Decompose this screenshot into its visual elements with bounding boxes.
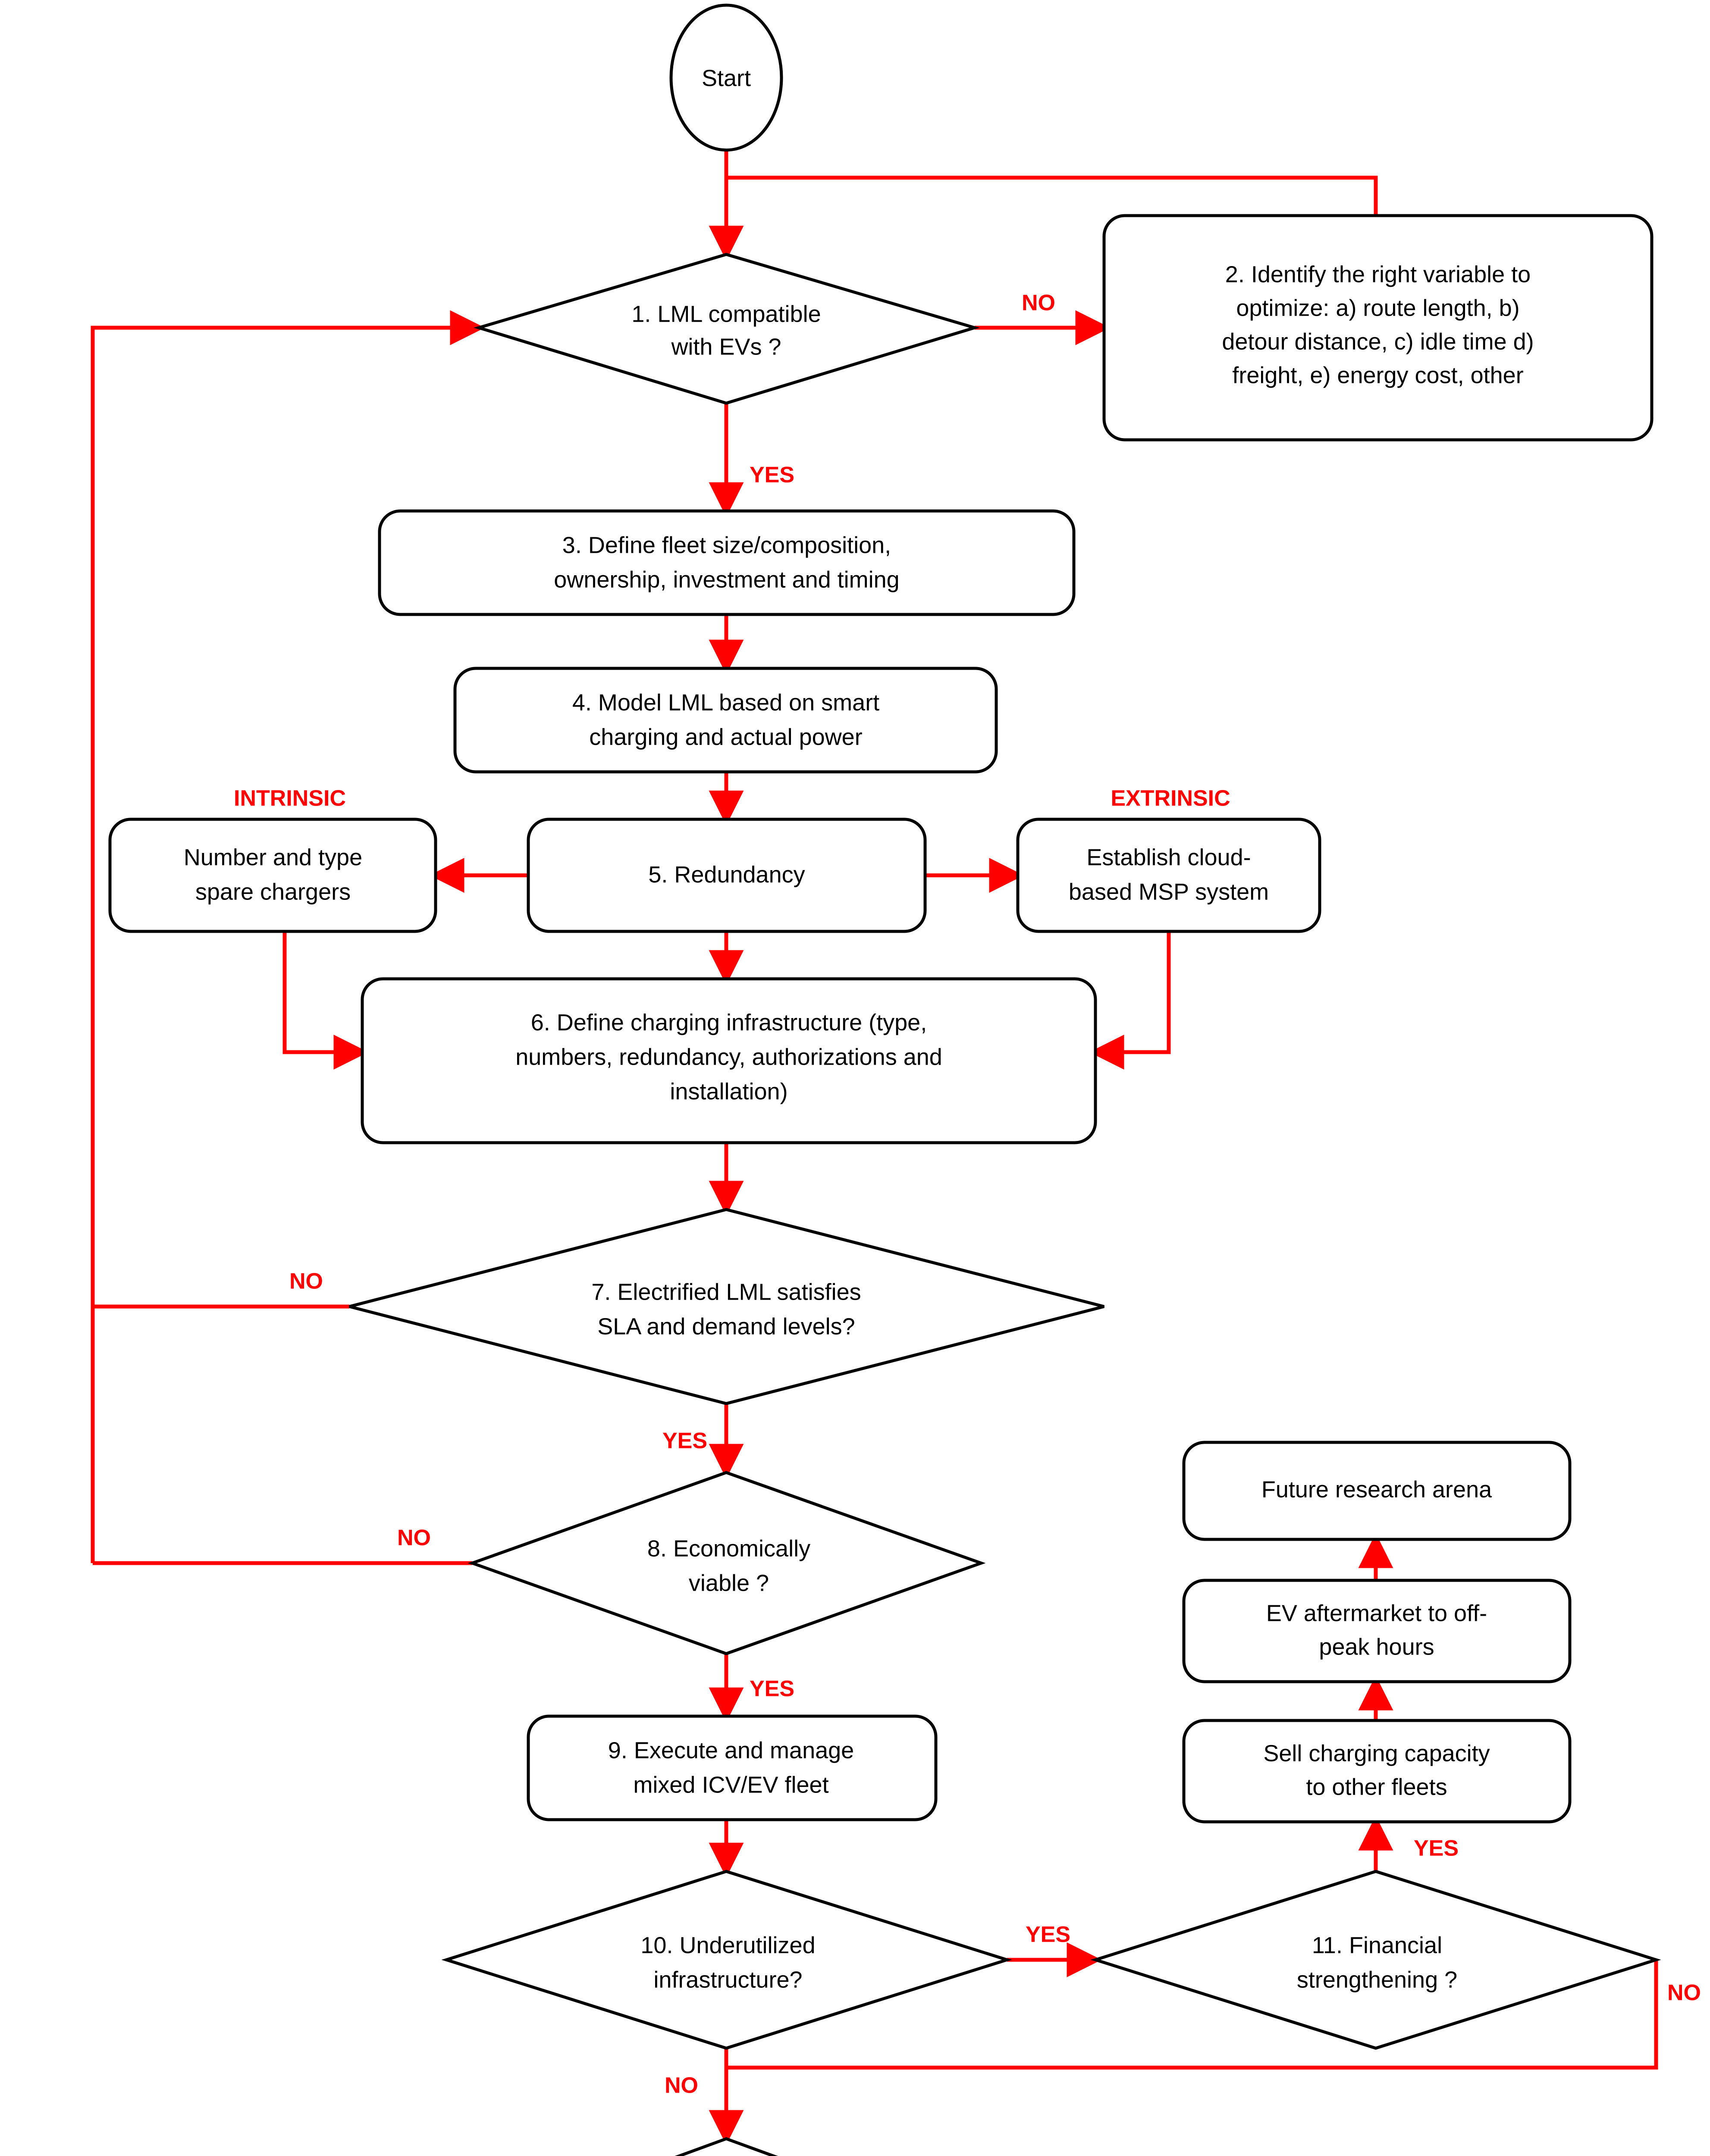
- node-d10-line2: infrastructure?: [653, 1967, 802, 1993]
- node-future-research-arena[interactable]: [1182, 1441, 1572, 1541]
- edge-label-d11-yes: YES: [1414, 1836, 1459, 1861]
- node-box3[interactable]: [378, 509, 1076, 616]
- group-label-intrinsic: INTRINSIC: [234, 786, 346, 811]
- node-future-line1: Future research arena: [1261, 1476, 1492, 1502]
- edge-label-d7-no: NO: [289, 1269, 323, 1294]
- node-box4-line1: 4. Model LML based on smart: [572, 689, 879, 715]
- node-box4[interactable]: [453, 667, 998, 774]
- node-box2-line3: detour distance, c) idle time d): [1222, 329, 1534, 354]
- node-box2-line4: freight, e) energy cost, other: [1232, 362, 1523, 388]
- edge-label-d7-yes: YES: [662, 1429, 707, 1454]
- node-box6-line1: 6. Define charging infrastructure (type,: [531, 1009, 927, 1035]
- node-intrinsic-line1: Number and type: [184, 844, 362, 870]
- node-d8-line1: 8. Economically: [647, 1536, 810, 1561]
- edge-label-d10-yes: YES: [1026, 1922, 1070, 1947]
- node-d10[interactable]: [441, 1870, 1012, 2050]
- node-box3-line2: ownership, investment and timing: [554, 567, 899, 592]
- node-start[interactable]: [669, 3, 783, 152]
- node-intrinsic-line2: spare chargers: [195, 879, 351, 905]
- node-box6-line3: installation): [670, 1078, 788, 1104]
- node-ev-aftermarket[interactable]: [1182, 1579, 1572, 1683]
- node-box9[interactable]: [527, 1714, 938, 1821]
- node-extrinsic-box[interactable]: [1016, 818, 1321, 933]
- node-d7[interactable]: [349, 1208, 1104, 1405]
- group-label-extrinsic: EXTRINSIC: [1111, 786, 1230, 811]
- node-box5[interactable]: [527, 818, 927, 933]
- node-d11-line2: strengthening ?: [1297, 1967, 1457, 1993]
- node-d7-line1: 7. Electrified LML satisfies: [591, 1279, 861, 1305]
- node-d1-line2: with EVs ?: [671, 334, 781, 360]
- node-start-label: Start: [702, 65, 751, 91]
- edge-intrinsic-to-box6: [282, 931, 369, 1070]
- node-box2[interactable]: [1102, 214, 1654, 442]
- node-d1-line1: 1. LML compatible: [631, 301, 821, 327]
- node-d10-line1: 10. Underutilized: [640, 1932, 815, 1958]
- edge-label-d10-no: NO: [665, 2073, 698, 2098]
- node-box6[interactable]: [361, 977, 1097, 1144]
- node-aftermarket-line2: peak hours: [1319, 1634, 1434, 1660]
- node-d11-line1: 11. Financial: [1312, 1932, 1442, 1958]
- edge-label-d11-no: NO: [1667, 1981, 1701, 2006]
- node-sell-line2: to other fleets: [1306, 1774, 1447, 1800]
- node-box2-line1: 2. Identify the right variable to: [1225, 261, 1531, 287]
- node-extrinsic-line1: Establish cloud-: [1086, 844, 1251, 870]
- node-box3-line1: 3. Define fleet size/composition,: [562, 532, 891, 558]
- node-box5-line1: 5. Redundancy: [648, 862, 805, 887]
- node-sell-line1: Sell charging capacity: [1263, 1740, 1490, 1766]
- node-d8-line2: viable ?: [689, 1570, 769, 1596]
- edge-left-rail-to-d1: [91, 310, 485, 1563]
- node-d11[interactable]: [1090, 1870, 1661, 2050]
- node-box2-line2: optimize: a) route length, b): [1236, 295, 1519, 321]
- node-intrinsic-box[interactable]: [108, 818, 437, 933]
- node-box6-line2: numbers, redundancy, authorizations and: [515, 1044, 942, 1070]
- edge-d11-no-loop: [726, 1960, 1658, 2070]
- edge-box2-return-to-d1: [726, 175, 1378, 216]
- node-extrinsic-line2: based MSP system: [1069, 879, 1269, 905]
- node-box9-line1: 9. Execute and manage: [608, 1737, 854, 1763]
- node-d8[interactable]: [468, 1471, 986, 1655]
- edge-label-d8-yes: YES: [750, 1677, 794, 1702]
- node-box9-line2: mixed ICV/EV fleet: [633, 1772, 828, 1798]
- edge-label-d8-no: NO: [397, 1526, 431, 1551]
- node-d1[interactable]: [473, 253, 980, 405]
- edge-label-d1-yes: YES: [750, 463, 794, 488]
- edge-extrinsic-to-box6: [1089, 931, 1171, 1070]
- node-box4-line2: charging and actual power: [589, 724, 862, 750]
- edge-label-d1-no: NO: [1022, 291, 1055, 316]
- node-sell-charging-capacity[interactable]: [1182, 1719, 1572, 1824]
- node-d7-line2: SLA and demand levels?: [597, 1313, 855, 1339]
- node-aftermarket-line1: EV aftermarket to off-: [1266, 1600, 1487, 1626]
- node-d12[interactable]: [479, 2137, 975, 2156]
